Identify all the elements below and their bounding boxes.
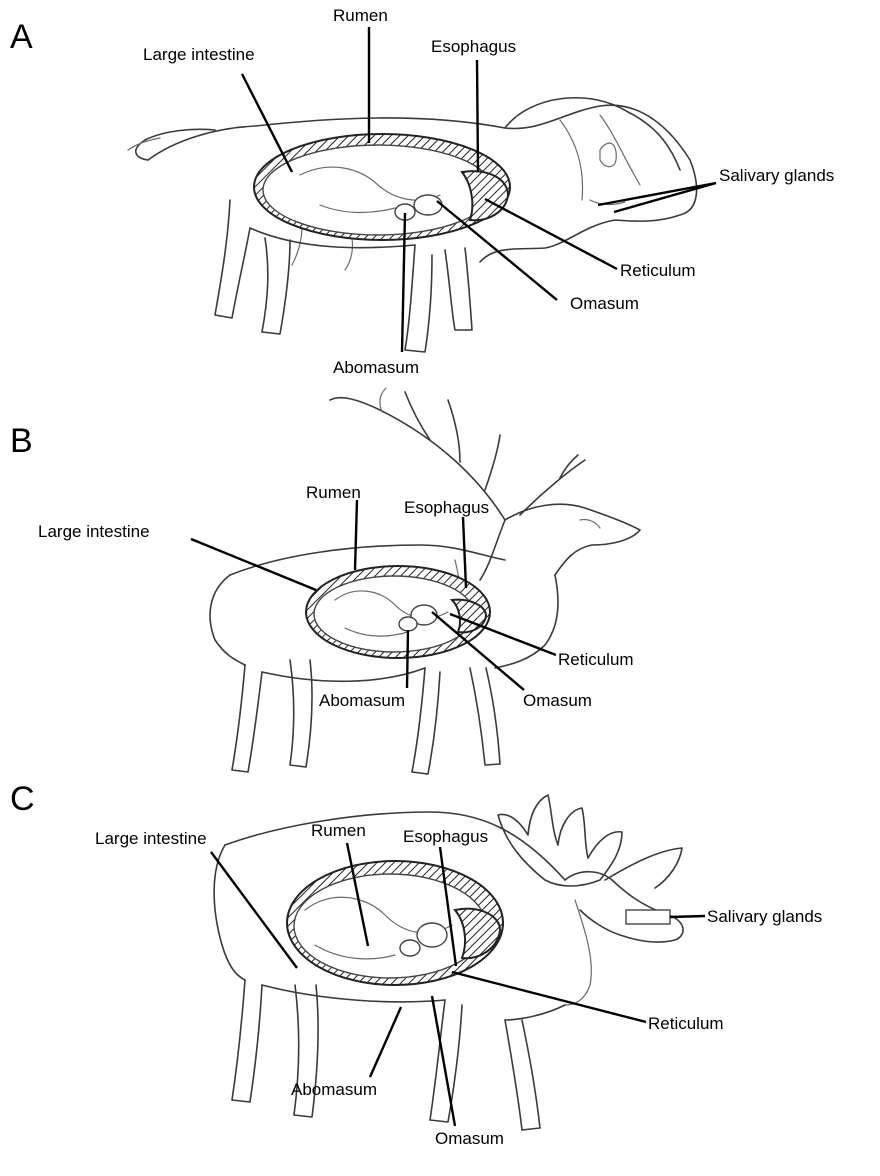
stomach-a xyxy=(254,134,510,240)
label-esophagus-a: Esophagus xyxy=(431,37,516,56)
label-omasum-b: Omasum xyxy=(523,691,592,710)
label-large-intestine-a: Large intestine xyxy=(143,45,255,64)
panel-letter-b: B xyxy=(10,422,33,460)
stomach-b xyxy=(306,566,490,658)
label-rumen-b: Rumen xyxy=(306,483,361,502)
label-abomasum-b: Abomasum xyxy=(319,691,405,710)
label-large-intestine-b: Large intestine xyxy=(38,522,150,541)
label-salivary-glands-a: Salivary glands xyxy=(719,166,834,185)
label-abomasum-c: Abomasum xyxy=(291,1080,377,1099)
label-reticulum-c: Reticulum xyxy=(648,1014,724,1033)
panel-b: B xyxy=(10,388,640,774)
label-large-intestine-c: Large intestine xyxy=(95,829,207,848)
label-salivary-glands-c: Salivary glands xyxy=(707,907,822,926)
label-omasum-a: Omasum xyxy=(570,294,639,313)
panel-letter-c: C xyxy=(10,780,35,818)
salivary-gland-box-c xyxy=(626,910,670,924)
label-abomasum-a: Abomasum xyxy=(333,358,419,377)
label-omasum-c: Omasum xyxy=(435,1129,504,1148)
label-reticulum-a: Reticulum xyxy=(620,261,696,280)
label-esophagus-c: Esophagus xyxy=(403,827,488,846)
label-rumen-a: Rumen xyxy=(333,6,388,25)
label-esophagus-b: Esophagus xyxy=(404,498,489,517)
panel-letter-a: A xyxy=(10,18,33,56)
panel-c: C xyxy=(10,780,822,1148)
label-rumen-c: Rumen xyxy=(311,821,366,840)
panel-a: A xyxy=(10,6,834,377)
label-reticulum-b: Reticulum xyxy=(558,650,634,669)
